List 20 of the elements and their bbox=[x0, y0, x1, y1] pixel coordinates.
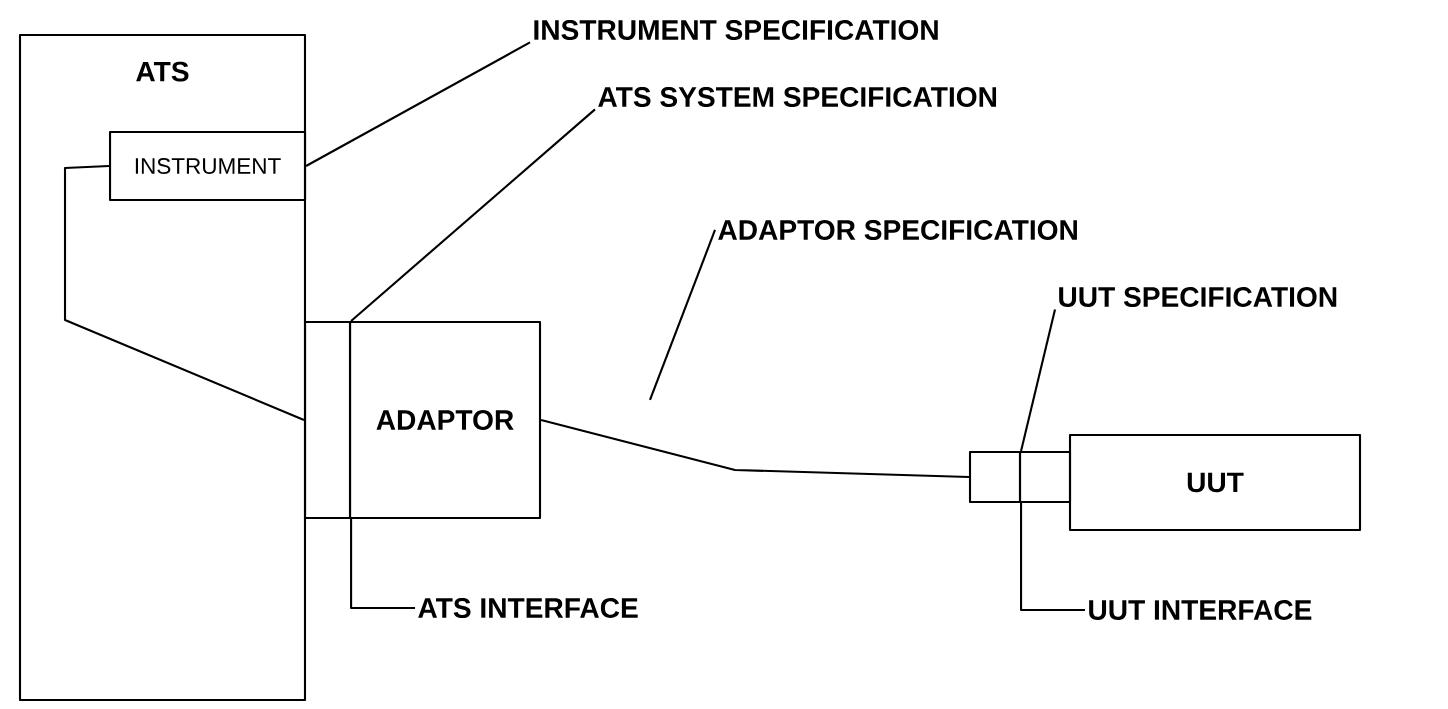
leader-line bbox=[1020, 309, 1057, 452]
leader-line bbox=[305, 41, 531, 167]
connector-box bbox=[304, 320, 352, 520]
callout-label: UUT SPECIFICATION bbox=[1059, 287, 1337, 307]
callout-label: INSTRUMENT SPECIFICATION bbox=[534, 20, 938, 40]
leader-line bbox=[350, 108, 596, 322]
connector-box bbox=[968, 450, 1022, 504]
leader-line bbox=[1020, 503, 1085, 612]
uut-box: UUT bbox=[1068, 433, 1362, 532]
instrument-box: INSTRUMENT bbox=[109, 130, 307, 202]
callout-label: ATS INTERFACE bbox=[418, 598, 638, 618]
callout-label: UUT INTERFACE bbox=[1089, 600, 1312, 620]
connector-box bbox=[1018, 450, 1072, 504]
cable bbox=[540, 418, 969, 479]
callout-label: ATS SYSTEM SPECIFICATION bbox=[598, 87, 997, 107]
cable bbox=[63, 164, 305, 421]
adaptor-box: ADAPTOR bbox=[348, 320, 542, 520]
leader-line bbox=[350, 519, 415, 610]
leader-line bbox=[649, 229, 716, 401]
callout-label: ADAPTOR SPECIFICATION bbox=[718, 220, 1077, 240]
